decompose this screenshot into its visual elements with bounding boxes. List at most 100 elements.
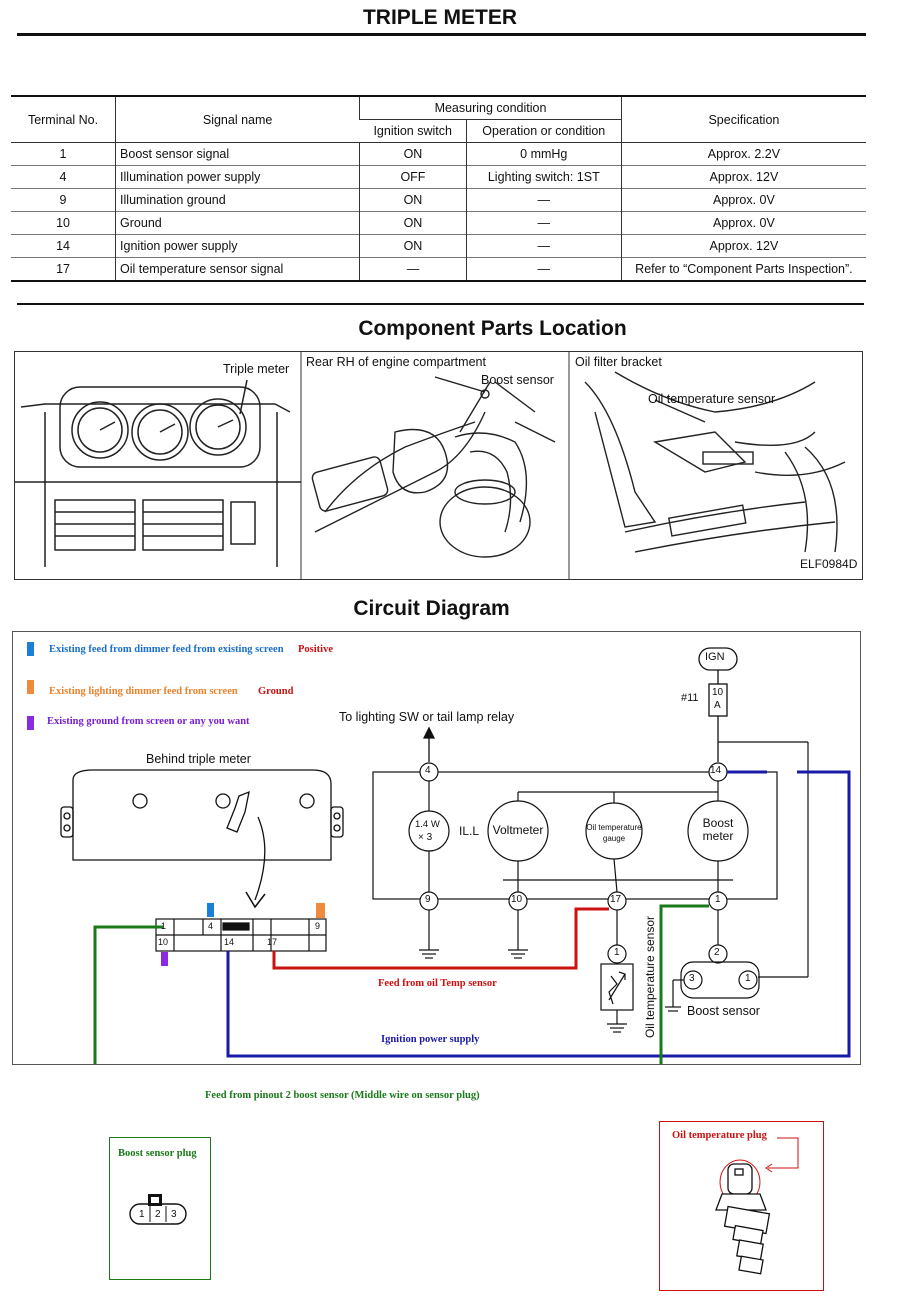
boost-sensor-callout: Boost sensor — [481, 373, 554, 387]
circuit-diagram: Existing feed from dimmer feed from exis… — [12, 631, 861, 1065]
terminal-10: 10 — [511, 894, 523, 905]
cell-ignition: ON — [359, 142, 467, 166]
boost-plug-pin-2: 2 — [155, 1209, 161, 1220]
oil-temp-sensor-label: Oil temperature sensor — [643, 915, 657, 1039]
connector-pin-9: 9 — [315, 921, 321, 931]
boost-terminal-3: 3 — [689, 973, 695, 984]
connector-pin-10: 10 — [158, 937, 169, 947]
meter-back-drawing — [60, 769, 344, 909]
cell-operation: 0 mmHg — [465, 142, 622, 166]
boost-meter-label: Boost — [702, 816, 734, 830]
fuse-rating: 10 — [712, 687, 724, 698]
ignition-wire — [226, 770, 851, 1058]
boost-signal-wire — [93, 904, 709, 1064]
connector-pin-17: 17 — [267, 937, 278, 947]
cell-terminal: 17 — [11, 257, 116, 281]
legend-orange-text: Existing lighting dimmer feed from scree… — [49, 686, 238, 697]
boost-terminal-2: 2 — [714, 947, 720, 958]
meter-connector — [155, 918, 327, 952]
boost-plug-title: Boost sensor plug — [118, 1148, 197, 1159]
table-row: 1 Boost sensor signal ON 0 mmHg Approx. … — [11, 142, 866, 166]
oil-gauge-label-2: gauge — [602, 834, 626, 843]
oil-gauge-label: Oil temperature — [586, 823, 642, 832]
oil-filter-drawing — [584, 371, 846, 553]
cell-spec: Approx. 12V — [620, 234, 866, 258]
oil-sensor-drawing — [715, 1137, 799, 1275]
terminal-9: 9 — [425, 894, 431, 905]
boost-meter-label-2: meter — [702, 829, 734, 843]
cell-spec: Approx. 2.2V — [620, 142, 866, 166]
ign-label: IGN — [705, 651, 725, 663]
cell-operation: — — [465, 234, 622, 258]
lighting-label: To lighting SW or tail lamp relay — [339, 710, 515, 724]
boost-sensor-label: Boost sensor — [687, 1004, 760, 1018]
figure-code: ELF0984D — [800, 557, 858, 571]
cell-terminal: 1 — [11, 142, 116, 166]
lighting-arrow — [422, 726, 436, 762]
dashboard-drawing — [15, 379, 301, 567]
legend-blue-text: Existing feed from dimmer feed from exis… — [49, 644, 284, 655]
terminal-4: 4 — [425, 765, 431, 776]
legend-purple-swatch — [27, 716, 34, 730]
oil-feed-label: Feed from oil Temp sensor — [378, 978, 497, 989]
boost-plug-drawing — [129, 1194, 187, 1225]
cell-terminal: 10 — [11, 211, 116, 235]
ground-symbols — [419, 910, 634, 1033]
header-signal: Signal name — [115, 96, 360, 143]
bulb-count: × 3 — [418, 832, 433, 843]
circuit-drawing — [27, 642, 851, 1064]
cell-ignition: OFF — [359, 165, 467, 189]
legend-blue-swatch — [27, 642, 34, 656]
behind-meter-label: Behind triple meter — [146, 752, 251, 766]
location-figure: Triple meter Rear RH of engine compartme… — [14, 351, 863, 580]
connector-pin-4: 4 — [208, 921, 214, 931]
oil-plug-title: Oil temperature plug — [672, 1130, 767, 1141]
cell-signal: Boost sensor signal — [115, 142, 360, 166]
bulb-rating: 1.4 W — [415, 819, 440, 830]
cell-ignition: — — [359, 257, 467, 281]
cell-operation: Lighting switch: 1ST — [465, 165, 622, 189]
cell-terminal: 4 — [11, 165, 116, 189]
sensor-terminal-1: 1 — [614, 947, 620, 958]
table-row: 14 Ignition power supply ON — Approx. 12… — [11, 234, 866, 258]
location-illustrations — [15, 352, 846, 579]
page-title: TRIPLE METER — [362, 6, 517, 29]
location-title: Component Parts Location — [358, 317, 627, 340]
terminal-14: 14 — [710, 765, 722, 776]
legend-purple-text: Existing ground from screen or any you w… — [47, 716, 250, 727]
ignition-fuse — [698, 647, 738, 762]
cell-ignition: ON — [359, 234, 467, 258]
cell-operation: — — [465, 188, 622, 212]
cell-spec: Refer to “Component Parts Inspection”. — [620, 257, 866, 281]
ill-label: IL.L — [459, 824, 480, 838]
pin10-marker — [161, 952, 168, 966]
boost-terminal-1: 1 — [745, 973, 751, 984]
cell-operation: — — [465, 257, 622, 281]
spec-table: Terminal No. Signal name Measuring condi… — [11, 95, 866, 282]
cell-ignition: ON — [359, 211, 467, 235]
meter-box — [372, 741, 809, 978]
cell-signal: Oil temperature sensor signal — [115, 257, 360, 281]
title-rule — [17, 33, 866, 36]
cell-signal: Illumination power supply — [115, 165, 360, 189]
engine-compartment-label: Rear RH of engine compartment — [306, 355, 486, 369]
connector-pin-14: 14 — [224, 937, 235, 947]
fuse-rating-unit: A — [714, 700, 721, 711]
header-ignition: Ignition switch — [359, 119, 467, 143]
header-terminal: Terminal No. — [11, 96, 116, 143]
terminal-1: 1 — [715, 894, 721, 905]
cell-operation: — — [465, 211, 622, 235]
table-row: 17 Oil temperature sensor signal — — Ref… — [11, 257, 866, 281]
cell-spec: Approx. 0V — [620, 211, 866, 235]
cell-spec: Approx. 12V — [620, 165, 866, 189]
boost-plug-pin-3: 3 — [171, 1209, 177, 1220]
boost-plug-pin-1: 1 — [139, 1209, 145, 1220]
pin9-marker — [316, 903, 325, 918]
cell-terminal: 14 — [11, 234, 116, 258]
cell-signal: Illumination ground — [115, 188, 360, 212]
boost-sensor-symbol — [665, 910, 760, 1012]
header-spec: Specification — [620, 96, 866, 143]
table-row: 4 Illumination power supply OFF Lighting… — [11, 165, 866, 189]
terminal-17: 17 — [610, 894, 622, 905]
voltmeter-label: Voltmeter — [492, 823, 544, 837]
